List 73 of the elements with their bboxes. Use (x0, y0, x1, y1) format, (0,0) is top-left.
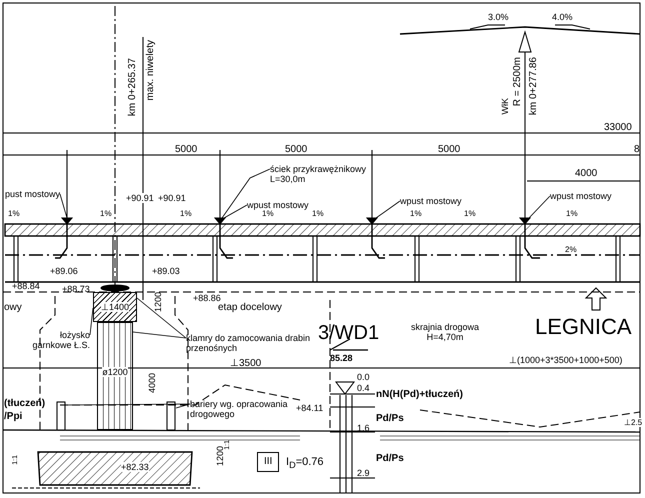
slope-label: 1% (410, 209, 422, 218)
soil-label: /Ppi (4, 411, 22, 422)
soil-label: Pd/Ps (376, 453, 404, 464)
depth-label: 1.6 (357, 423, 370, 433)
density-index-label: I$_{D}$=0.76 (286, 456, 324, 472)
slope-label: 1% (180, 209, 192, 218)
dimension-label: ⊥3500 (230, 358, 262, 369)
leader-line (136, 298, 186, 338)
dimension-label: 5000 (285, 144, 308, 155)
elevation-label: +90.91 (126, 193, 154, 203)
elevation-label: +89.03 (152, 266, 180, 276)
curve-radius-label: R = 2500m (512, 57, 523, 106)
callout-text: łożysko garnkowe Ł.S. (28, 330, 90, 350)
dimension-label: ⊥2.5 (624, 418, 642, 427)
dimension-label: 33000 (604, 122, 632, 133)
dimension-label: 1200 (153, 292, 163, 312)
slope-label: 2% (565, 245, 577, 254)
dimension-label: 4000 (575, 168, 598, 179)
slope-label: 4.0% (552, 12, 573, 22)
slope-label: 1% (566, 209, 578, 218)
callout-text: wpust mostowy (400, 196, 462, 206)
leader-line (176, 404, 190, 408)
slope-label: 1% (262, 209, 274, 218)
soil-label: nN(H(Pd)+tłuczeń) (376, 389, 463, 400)
dimension-label: 1200 (215, 446, 225, 466)
elevation-label: 85.28 (330, 353, 353, 363)
direction-label: LEGNICA (535, 315, 632, 338)
curve-label: WłK (500, 98, 510, 114)
dimension-label: 5000 (175, 144, 198, 155)
callout-text: bariery wg. opracowania drogowego (190, 399, 298, 419)
chainage-label: km 0+265.37 (127, 58, 138, 116)
chainage-label: km 0+277.86 (528, 57, 539, 116)
pier-column: ø1200 (97, 322, 133, 430)
leader-line (59, 194, 68, 218)
dimension-label: 4000 (147, 373, 157, 394)
depth-label: 0.4 (357, 383, 370, 393)
elevation-label: +89.06 (50, 266, 78, 276)
leader-line (132, 332, 186, 338)
callout-text: pust mostowy (5, 189, 60, 199)
callout-text: wpust mostowy (247, 200, 309, 210)
slope-label: 1% (312, 209, 324, 218)
drawing-reference: 3/WD1 (318, 323, 380, 344)
leader-line (90, 308, 94, 336)
callout-text: ściek przykrawężnikowy L=30,0m (270, 164, 385, 184)
dimension-label: 5000 (438, 144, 460, 155)
elevation-label: +90.91 (158, 193, 186, 203)
slope-label: 1% (464, 209, 476, 218)
clearance-note: skrajnia drogowa H=4,70m (410, 322, 480, 342)
note-label: etap docelowy (218, 302, 282, 313)
dimension-label: ⊥(1000+3*3500+1000+500) (509, 355, 622, 365)
elevation-label: +88.84 (12, 281, 40, 291)
pier-cap: ⊥1400 (93, 292, 137, 322)
callout-text: wpust mostowy (550, 191, 612, 201)
leader-line (224, 204, 248, 218)
note-label: owy (4, 302, 22, 313)
soil-label: Pd/Ps (376, 413, 404, 424)
slope-label: 1% (100, 209, 112, 218)
soil-label: (tłuczeń) (4, 398, 46, 409)
depth-label: 0.0 (357, 372, 370, 382)
elevation-label: +84.11 (296, 403, 324, 413)
elevation-label: +88.86 (193, 293, 221, 303)
slope-label: 1% (8, 209, 20, 218)
callout-text: klamry do zamocowania drabin przenośnych (186, 333, 316, 353)
class-box: III (257, 452, 280, 472)
leader-line (222, 168, 270, 218)
dimension-label: 8 (634, 144, 640, 155)
depth-label: 2.9 (357, 468, 370, 478)
leader-line (528, 196, 550, 218)
slope-label: 3.0% (488, 12, 509, 22)
leader-line (376, 200, 400, 218)
note-label: max. niwelety (145, 40, 156, 101)
elevation-label: +82.33 (121, 462, 149, 472)
leader-line (66, 404, 190, 406)
